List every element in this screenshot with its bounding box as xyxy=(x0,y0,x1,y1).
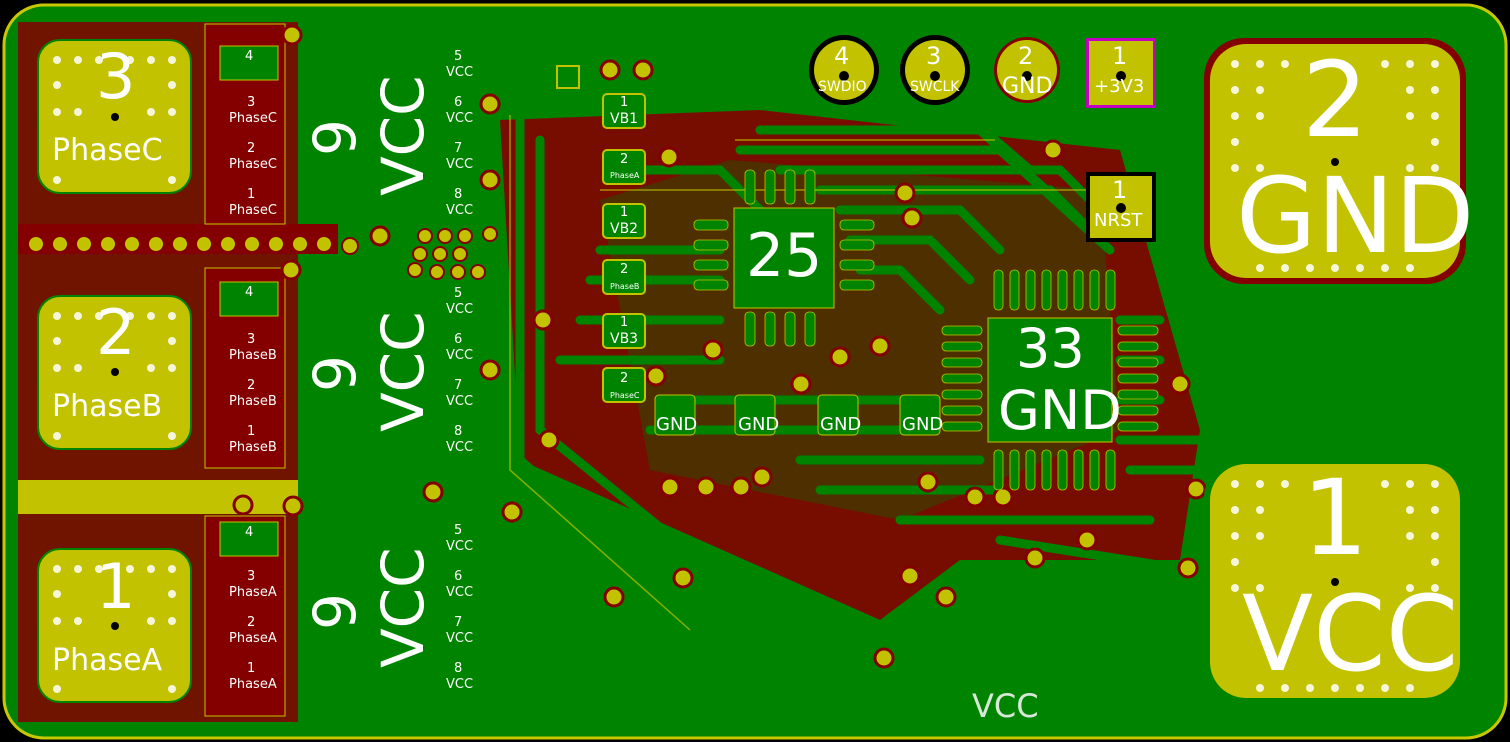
mosfet-pin: 8 xyxy=(454,661,463,676)
boot-cap-name: PhaseC xyxy=(610,391,640,400)
mosfet-pin-name: VCC xyxy=(446,65,474,80)
power-pad-number: 1 xyxy=(1302,457,1369,579)
boot-cap-name: VB3 xyxy=(610,331,639,347)
driver-ic-pad-number: 25 xyxy=(746,221,823,291)
mosfet-pin: 2 xyxy=(247,378,256,393)
header-pin-number: 3 xyxy=(926,42,942,70)
mosfet-pin-name: PhaseA xyxy=(229,585,277,600)
boot-cap-name: PhaseB xyxy=(610,282,640,291)
phase-pad-number: 1 xyxy=(96,550,136,623)
phase-pads xyxy=(37,39,192,703)
mosfet-pin: 7 xyxy=(454,615,463,630)
phase-pad-number: 2 xyxy=(96,296,136,369)
mosfet-pin: 4 xyxy=(245,285,254,300)
mosfet-thermal-number: 9 xyxy=(301,355,369,392)
mosfet-pin-name: VCC xyxy=(446,440,474,455)
mosfet-pin-name: PhaseC xyxy=(229,203,277,218)
mosfet-pin: 8 xyxy=(454,424,463,439)
mosfet-pin-name: VCC xyxy=(446,585,474,600)
power-pad-name: VCC xyxy=(1242,573,1459,695)
boot-cap-pin: 2 xyxy=(620,262,629,277)
mosfet-pin: 7 xyxy=(454,378,463,393)
phase-pad-name: PhaseB xyxy=(52,389,163,424)
mosfet-pin: 3 xyxy=(247,95,256,110)
boot-cap-pin: 1 xyxy=(620,205,629,220)
gnd-pad-label: GND xyxy=(902,414,944,435)
header-pin-number: 4 xyxy=(834,42,850,70)
gnd-pad-label: GND xyxy=(738,414,780,435)
nrst-pin-number: 1 xyxy=(1112,176,1128,204)
mosfet-pin-name: VCC xyxy=(446,394,474,409)
mosfet-pin: 4 xyxy=(245,49,254,64)
mosfet-pin-name: PhaseA xyxy=(229,631,277,646)
mosfet-pin: 3 xyxy=(247,569,256,584)
mosfet-pin: 1 xyxy=(247,424,256,439)
mosfet-pin: 4 xyxy=(245,525,254,540)
boot-cap-name: VB2 xyxy=(610,221,639,237)
mosfet-pin: 2 xyxy=(247,141,256,156)
phase-pad-name: PhaseC xyxy=(52,133,163,168)
mosfet-vcc-label: VCC xyxy=(369,311,437,432)
mosfet-pin: 1 xyxy=(247,661,256,676)
driver-ic xyxy=(693,169,875,347)
boot-cap-pin: 2 xyxy=(620,371,629,386)
phase-pad-number: 3 xyxy=(96,40,136,113)
mosfet-pin-name: VCC xyxy=(446,348,474,363)
mosfet-pin-name: VCC xyxy=(446,631,474,646)
gnd-pad-label: GND xyxy=(820,414,862,435)
mosfet-pin: 5 xyxy=(454,49,463,64)
header-pin-name: GND xyxy=(1002,74,1053,99)
mosfet-pin-name: VCC xyxy=(446,157,474,172)
mosfet-pin: 2 xyxy=(247,615,256,630)
power-pad-number: 2 xyxy=(1302,39,1369,161)
boot-cap-pin: 1 xyxy=(620,95,629,110)
gnd-pad-label: GND xyxy=(656,414,698,435)
power-pads xyxy=(1204,38,1466,704)
mosfet-pin-name: VCC xyxy=(446,203,474,218)
mosfet-pin-name: PhaseC xyxy=(229,111,277,126)
header-pin-name: SWCLK xyxy=(910,79,960,95)
mosfet-pin: 5 xyxy=(454,286,463,301)
mosfet-pin: 3 xyxy=(247,332,256,347)
mosfet-pin-name: VCC xyxy=(446,677,474,692)
mosfet-thermal-number: 9 xyxy=(301,593,369,630)
mosfet-pin-name: PhaseB xyxy=(229,394,277,409)
mosfet-pin-name: VCC xyxy=(446,302,474,317)
mosfet-pin-name: PhaseA xyxy=(229,677,277,692)
mosfet-pin-name: PhaseB xyxy=(229,440,277,455)
debug-header xyxy=(809,35,1156,242)
mosfet-vcc-label: VCC xyxy=(369,75,437,196)
boot-cap-pin: 1 xyxy=(620,315,629,330)
mosfet-pin: 5 xyxy=(454,523,463,538)
header-pin-number: 1 xyxy=(1112,42,1128,70)
mosfet-pin: 7 xyxy=(454,141,463,156)
mosfet-pin: 6 xyxy=(454,569,463,584)
mcu-ic-pad-name: GND xyxy=(998,379,1122,442)
header-pin-name: +3V3 xyxy=(1094,76,1145,97)
phase-pad-name: PhaseA xyxy=(52,643,163,678)
mosfet-pin: 6 xyxy=(454,332,463,347)
mcu-ic xyxy=(941,269,1159,491)
mcu-ic-pad-number: 33 xyxy=(1016,317,1085,380)
boot-cap-pin: 2 xyxy=(620,152,629,167)
mosfet-thermal-number: 9 xyxy=(301,119,369,156)
mosfet-pin: 1 xyxy=(247,187,256,202)
boot-cap-name: PhaseA xyxy=(610,171,640,180)
power-pad-name: GND xyxy=(1236,155,1475,277)
mosfet-pin-name: PhaseC xyxy=(229,157,277,172)
mosfet-pin-name: VCC xyxy=(446,111,474,126)
mosfet-pin-name: VCC xyxy=(446,539,474,554)
header-pin-name: SWDIO xyxy=(818,79,867,95)
boot-cap-name: VB1 xyxy=(610,111,639,127)
mosfet-pin: 6 xyxy=(454,95,463,110)
mosfet-vcc-label: VCC xyxy=(369,547,437,668)
board-vcc-label: VCC xyxy=(972,687,1039,725)
header-pin-number: 2 xyxy=(1018,42,1034,70)
nrst-pin-name: NRST xyxy=(1094,210,1143,231)
mosfet-pin-name: PhaseB xyxy=(229,348,277,363)
mosfet-pin: 8 xyxy=(454,187,463,202)
